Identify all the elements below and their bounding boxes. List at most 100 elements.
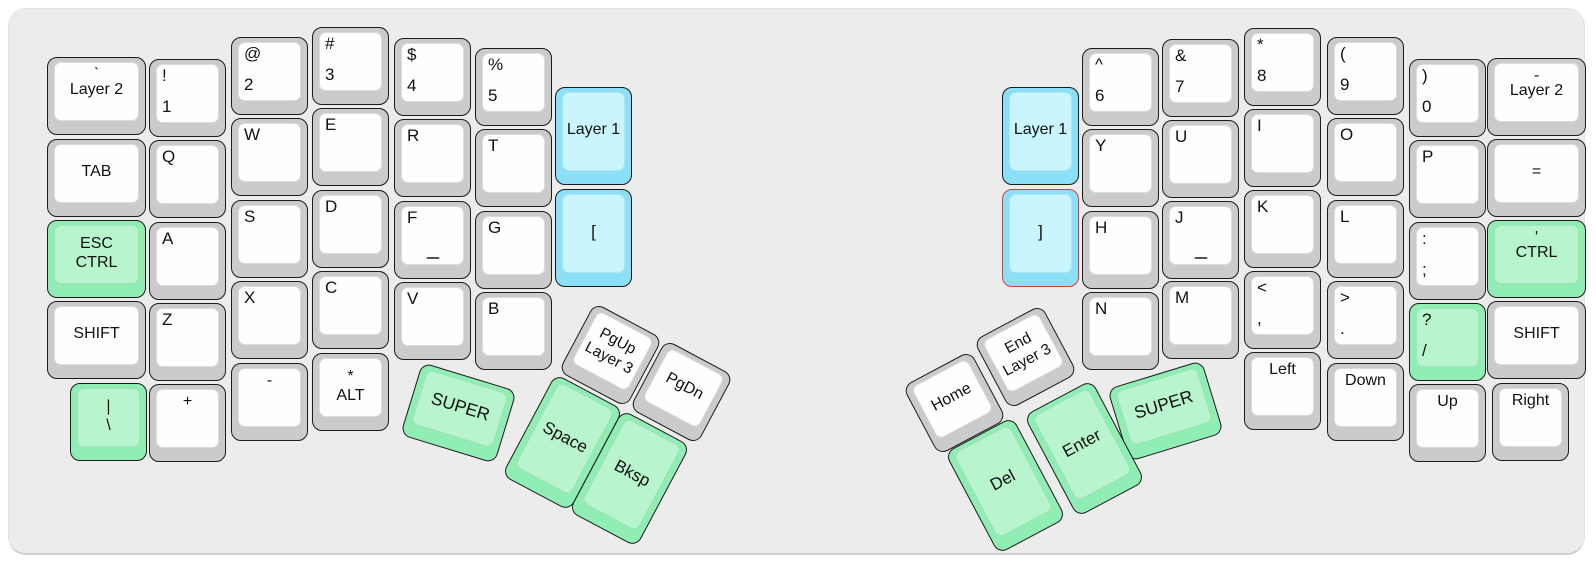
key-home-cap: Home — [910, 358, 994, 440]
key-f[interactable]: F — [394, 201, 471, 279]
key-minus-left-cap: - — [238, 368, 301, 427]
key-q[interactable]: Q — [149, 140, 226, 218]
key-layer1-left-cap: Layer 1 — [562, 92, 625, 171]
key-o[interactable]: O — [1327, 118, 1404, 196]
key-esc-ctrl[interactable]: ESC CTRL — [47, 220, 146, 298]
key-layer1-left-label: Layer 1 — [566, 121, 621, 138]
key-b[interactable]: B — [475, 292, 552, 370]
key-o-cap: O — [1334, 123, 1397, 182]
key-y-label: Y — [1095, 136, 1107, 155]
key-super-left[interactable]: SUPER — [399, 362, 517, 464]
key-3[interactable]: #3 — [312, 27, 389, 105]
key-question-slash-label: ? — [1422, 310, 1432, 329]
key-alt[interactable]: * ALT — [312, 353, 389, 431]
key-c-label: C — [325, 278, 338, 297]
key-b-label: B — [488, 299, 500, 318]
key-i-cap: I — [1251, 114, 1314, 173]
key-tab[interactable]: TAB — [47, 139, 146, 217]
key-rbracket-cap: ] — [1009, 194, 1072, 273]
key-u-label: U — [1175, 127, 1188, 146]
key-2[interactable]: @2 — [231, 37, 308, 115]
key-m[interactable]: M — [1162, 281, 1239, 359]
key-i[interactable]: I — [1244, 109, 1321, 187]
key-shift-right[interactable]: SHIFT — [1487, 301, 1586, 379]
key-6-label: 6 — [1095, 86, 1105, 106]
key-period[interactable]: >. — [1327, 281, 1404, 359]
key-x[interactable]: X — [231, 281, 308, 359]
key-l[interactable]: L — [1327, 200, 1404, 278]
key-layer2-right-label: - — [1533, 67, 1540, 84]
key-layer2-left[interactable]: `Layer 2 — [47, 57, 146, 135]
key-w[interactable]: W — [231, 118, 308, 196]
key-left-arrow[interactable]: Left — [1244, 352, 1321, 430]
key-9[interactable]: (9 — [1327, 37, 1404, 115]
key-e[interactable]: E — [312, 108, 389, 186]
key-a[interactable]: A — [149, 222, 226, 300]
key-9-label: ( — [1340, 44, 1346, 63]
key-layer1-right[interactable]: Layer 1 — [1002, 87, 1079, 185]
key-pgup-layer3-label: PgUp Layer 3 — [581, 324, 639, 378]
key-1[interactable]: !1 — [149, 59, 226, 137]
key-k-label: K — [1257, 197, 1269, 216]
key-equals[interactable]: = — [1487, 139, 1586, 217]
key-y[interactable]: Y — [1082, 129, 1159, 207]
key-4-label: 4 — [407, 76, 417, 96]
key-g[interactable]: G — [475, 211, 552, 289]
key-3-cap: #3 — [319, 32, 382, 91]
key-8-label: * — [1257, 35, 1264, 54]
key-quote-ctrl[interactable]: 'CTRL — [1487, 220, 1586, 298]
key-k[interactable]: K — [1244, 190, 1321, 268]
key-down-arrow[interactable]: Down — [1327, 363, 1404, 441]
key-i-label: I — [1257, 116, 1262, 135]
key-rbracket[interactable]: ] — [1002, 189, 1079, 287]
key-n[interactable]: N — [1082, 292, 1159, 370]
key-7[interactable]: &7 — [1162, 39, 1239, 117]
key-4[interactable]: $4 — [394, 38, 471, 116]
key-d-cap: D — [319, 195, 382, 254]
key-p[interactable]: P — [1409, 140, 1486, 218]
key-tab-label: TAB — [81, 163, 112, 180]
key-pipe-backslash[interactable]: | \ — [70, 383, 147, 461]
key-lbracket-label: [ — [591, 222, 596, 241]
key-shift-left-label: SHIFT — [73, 325, 120, 342]
key-period-label: > — [1340, 288, 1350, 307]
key-v[interactable]: V — [394, 282, 471, 360]
key-layer1-left[interactable]: Layer 1 — [555, 87, 632, 185]
key-plus-label: + — [182, 393, 193, 410]
key-t[interactable]: T — [475, 129, 552, 207]
key-6[interactable]: ^6 — [1082, 48, 1159, 126]
key-question-slash-label: / — [1422, 341, 1427, 361]
key-s[interactable]: S — [231, 200, 308, 278]
key-n-cap: N — [1089, 297, 1152, 356]
key-right-arrow[interactable]: Right — [1492, 383, 1569, 461]
key-lbracket[interactable]: [ — [555, 189, 632, 287]
key-minus-left[interactable]: - — [231, 363, 308, 441]
key-8[interactable]: *8 — [1244, 28, 1321, 106]
key-layer2-right[interactable]: -Layer 2 — [1487, 58, 1586, 136]
key-2-label: @ — [244, 44, 262, 63]
key-u[interactable]: U — [1162, 120, 1239, 198]
key-v-cap: V — [401, 287, 464, 346]
key-comma[interactable]: <, — [1244, 271, 1321, 349]
key-r[interactable]: R — [394, 119, 471, 197]
key-semicolon[interactable]: :; — [1409, 222, 1486, 300]
key-shift-left[interactable]: SHIFT — [47, 301, 146, 379]
key-d[interactable]: D — [312, 190, 389, 268]
key-5[interactable]: %5 — [475, 48, 552, 126]
key-h[interactable]: H — [1082, 211, 1159, 289]
key-0[interactable]: )0 — [1409, 59, 1486, 137]
key-5-label: % — [488, 55, 504, 74]
key-c[interactable]: C — [312, 271, 389, 349]
key-plus[interactable]: + — [149, 384, 226, 462]
key-tab-cap: TAB — [54, 144, 139, 203]
key-j[interactable]: J — [1162, 201, 1239, 279]
key-left-arrow-cap: Left — [1251, 357, 1314, 416]
key-pipe-backslash-label: | \ — [106, 397, 111, 434]
key-7-cap: &7 — [1169, 44, 1232, 103]
key-z[interactable]: Z — [149, 303, 226, 381]
key-a-label: A — [162, 229, 174, 248]
key-m-cap: M — [1169, 286, 1232, 345]
key-period-label: . — [1340, 319, 1345, 339]
key-question-slash[interactable]: ?/ — [1409, 303, 1486, 381]
key-up-arrow[interactable]: Up — [1409, 384, 1486, 462]
